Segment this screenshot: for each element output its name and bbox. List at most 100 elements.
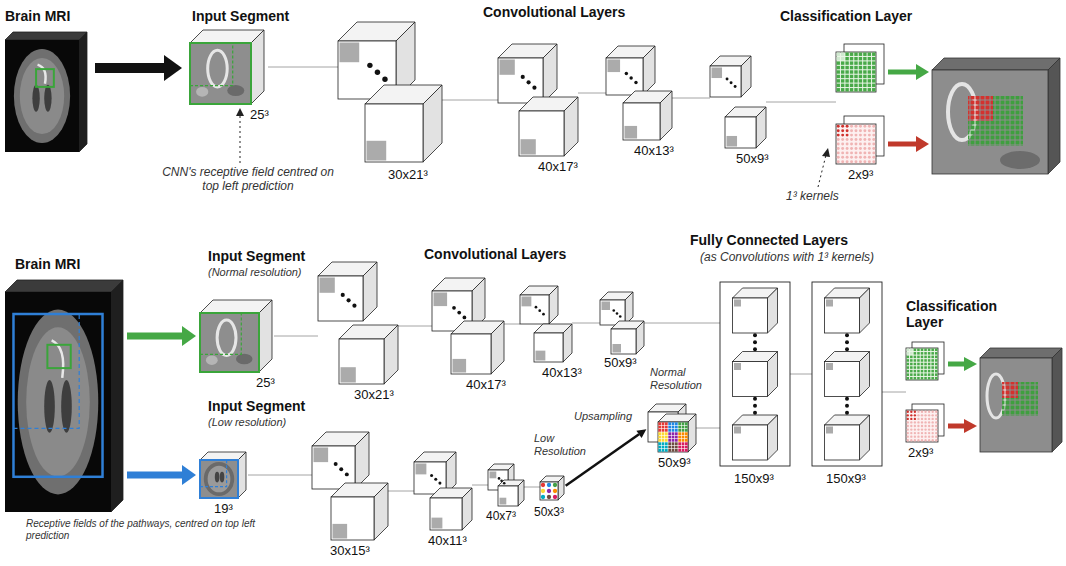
- feature-cell: [685, 429, 688, 432]
- red-prediction-patch: [968, 96, 993, 121]
- class-cell: [910, 363, 913, 366]
- class-cell: [935, 435, 937, 437]
- class-cell: [868, 79, 871, 82]
- class-cell: [907, 425, 909, 427]
- class-cell: [931, 435, 933, 437]
- feature-cell: [668, 422, 671, 425]
- feature-cell: [658, 449, 661, 452]
- connector: [644, 323, 720, 324]
- class-cell: [931, 363, 934, 366]
- receptive-square: [333, 524, 348, 539]
- feature-cell: [672, 439, 675, 442]
- feature-cell: [665, 449, 668, 452]
- heading-text: Input Segment: [208, 248, 305, 264]
- class-cell: [837, 75, 840, 78]
- connector: [504, 324, 520, 325]
- note-text: (Low resolution): [208, 416, 286, 429]
- slab-side: [1048, 58, 1060, 174]
- class-cell: [931, 439, 933, 441]
- receptive-square: [453, 359, 467, 373]
- class-cell: [935, 349, 938, 352]
- dotted-leader: [818, 155, 826, 187]
- cube-side: [259, 300, 272, 372]
- class-cell: [837, 53, 840, 56]
- conv-layer: 30x21³: [338, 22, 442, 162]
- tissue: [196, 87, 208, 97]
- cube-side: [768, 352, 778, 397]
- class-cell: [917, 414, 919, 416]
- class-cell: [924, 352, 927, 355]
- cube-front: [733, 298, 768, 333]
- feature-cell: [685, 446, 688, 449]
- segmentation-output: [980, 348, 1062, 452]
- connector: [882, 392, 906, 393]
- class-cell: [914, 428, 916, 430]
- class-cell: [868, 129, 871, 132]
- receptive-field: [190, 43, 233, 86]
- class-cell: [846, 151, 849, 154]
- feature-cell: [541, 495, 545, 499]
- feature-cell: [658, 442, 661, 445]
- class-cell: [928, 439, 930, 441]
- class-cell: [924, 428, 926, 430]
- layer-cube: [365, 85, 442, 162]
- layer-cube: [733, 352, 778, 397]
- feature-cell: [541, 489, 545, 493]
- node-shape: [906, 342, 944, 442]
- class-cell: [868, 125, 871, 128]
- node-shape: [710, 56, 766, 148]
- receptive-square: [314, 448, 329, 463]
- layer-cube: [451, 321, 504, 374]
- ellipsis-dot: [616, 312, 619, 315]
- class-cell: [928, 435, 930, 437]
- feature-cell: [668, 429, 671, 432]
- cube-front: [498, 486, 518, 506]
- class-cell: [872, 129, 875, 132]
- class-cell: [850, 75, 853, 78]
- layer-cube: [520, 286, 558, 324]
- receptive-square: [734, 427, 741, 434]
- class-cell: [931, 349, 934, 352]
- arrow-head: [164, 55, 182, 81]
- class-cell: [917, 356, 920, 359]
- class-cell: [907, 370, 910, 373]
- tissue: [236, 354, 253, 365]
- connector: [766, 102, 836, 103]
- class-cell: [850, 156, 853, 159]
- ellipsis-dot: [845, 404, 849, 408]
- class-cell: [863, 143, 866, 146]
- feature-cell: [682, 449, 685, 452]
- feature-cell: [658, 436, 661, 439]
- layer-cube: [825, 415, 870, 460]
- connector-line: [696, 428, 720, 429]
- note-text: Receptive fields of the pathways, centre…: [26, 518, 276, 541]
- class-cell: [907, 377, 910, 380]
- class-cell: [928, 425, 930, 427]
- class-cell: [863, 70, 866, 73]
- mri-slice: [5, 292, 111, 512]
- leader-head: [236, 108, 244, 116]
- node-shape: [190, 30, 268, 104]
- cube-side: [768, 415, 778, 460]
- class-cell: [917, 425, 919, 427]
- layer-cube: [540, 476, 564, 500]
- class-cell: [855, 147, 858, 150]
- class-cell: [924, 425, 926, 427]
- receptive-square: [522, 297, 532, 307]
- class-cell: [924, 366, 927, 369]
- upsampled-feature-map: Normal Resolution50x9³: [648, 404, 696, 452]
- cube-side: [564, 97, 578, 156]
- green-prediction-patch: [993, 96, 1023, 146]
- note-text: Low Resolution: [534, 432, 590, 457]
- cube-front: [825, 298, 860, 333]
- class-cell: [917, 439, 919, 441]
- class-cell: [841, 61, 844, 64]
- class-cell: [921, 377, 924, 380]
- class-cell: [931, 428, 933, 430]
- connector: [388, 491, 414, 492]
- cube-front: [658, 422, 688, 452]
- feature-cell: [672, 436, 675, 439]
- class-cell: [917, 418, 919, 420]
- class-cell: [935, 373, 938, 376]
- node-shape: [5, 32, 87, 152]
